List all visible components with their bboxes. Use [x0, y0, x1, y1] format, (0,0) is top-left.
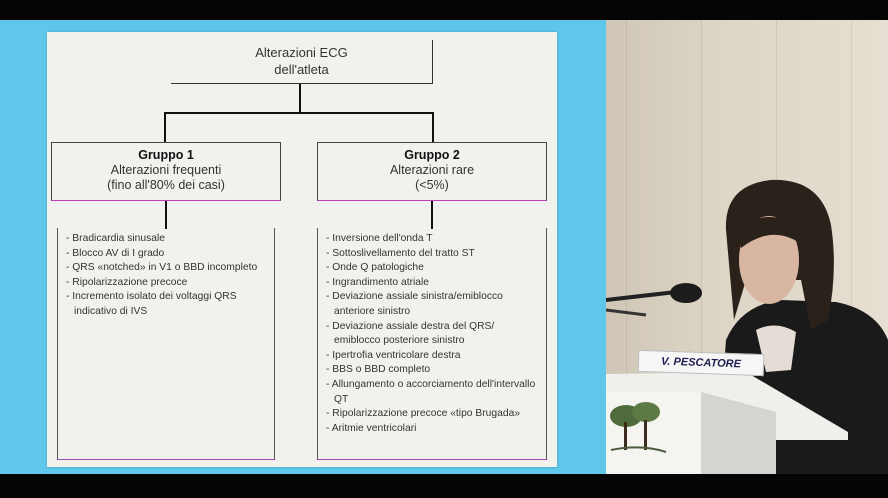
list-item: Ripolarizzazione precoce: [66, 276, 270, 291]
connector-right: [432, 112, 434, 142]
group1-title: Gruppo 1: [138, 148, 194, 162]
list-item: Sottoslivellamento del tratto ST: [326, 247, 542, 262]
group1-list: Bradicardia sinusale Blocco AV di I grad…: [57, 228, 275, 460]
microphone-icon: [670, 283, 702, 303]
presentation-slide: Alterazioni ECG dell'atleta Gruppo 1 Alt…: [47, 32, 557, 467]
group2-subtitle-line1: Alterazioni rare: [389, 163, 475, 177]
list-item: Deviazione assiale sinistra/emiblocco an…: [326, 290, 542, 319]
group2-box: Gruppo 2 Alterazioni rare (<5%): [317, 142, 547, 201]
connector-left: [164, 112, 166, 142]
list-item: Inversione dell'onda T: [326, 232, 542, 247]
group1-subtitle-line1: Alterazioni frequenti: [110, 163, 222, 177]
list-item: Onde Q patologiche: [326, 261, 542, 276]
slide-title-box: Alterazioni ECG dell'atleta: [171, 40, 433, 84]
list-item: Deviazione assiale destra del QRS/ emibl…: [326, 320, 542, 349]
letterbox-bottom: [0, 474, 888, 498]
list-item: Ripolarizzazione precoce «tipo Brugada»: [326, 407, 542, 422]
list-item: Allungamento o accorciamento dell'interv…: [326, 378, 542, 407]
connector-trunk: [299, 84, 301, 113]
list-item: QRS «notched» in V1 o BBD incompleto: [66, 261, 270, 276]
letterbox-top: [0, 0, 888, 20]
podium-logo-icon: [610, 402, 667, 453]
list-item: Ipertrofia ventricolare destra: [326, 349, 542, 364]
list-item: Bradicardia sinusale: [66, 232, 270, 247]
microphone-stand: [606, 290, 677, 302]
list-item: Aritmie ventricolari: [326, 422, 542, 437]
list-item: Blocco AV di I grado: [66, 247, 270, 262]
group2-list: Inversione dell'onda T Sottoslivellament…: [317, 228, 547, 460]
group2-subtitle-line2: (<5%): [415, 178, 449, 192]
connector-group2-list: [431, 201, 433, 229]
slide-title-line2: dell'atleta: [274, 62, 329, 77]
group1-box: Gruppo 1 Alterazioni frequenti (fino all…: [51, 142, 281, 201]
group1-subtitle-line2: (fino all'80% dei casi): [107, 178, 225, 192]
connector-group1-list: [165, 201, 167, 229]
speaker-collar: [756, 325, 796, 372]
speaker-scene: [606, 179, 888, 474]
group2-title: Gruppo 2: [404, 148, 460, 162]
list-item: BBS o BBD completo: [326, 363, 542, 378]
speaker-nameplate: V. PESCATORE: [637, 349, 765, 377]
list-item: Incremento isolato dei voltaggi QRS indi…: [66, 290, 270, 319]
list-item: Ingrandimento atriale: [326, 276, 542, 291]
slide-title-line1: Alterazioni ECG: [255, 45, 348, 60]
connector-horizontal: [164, 112, 434, 114]
